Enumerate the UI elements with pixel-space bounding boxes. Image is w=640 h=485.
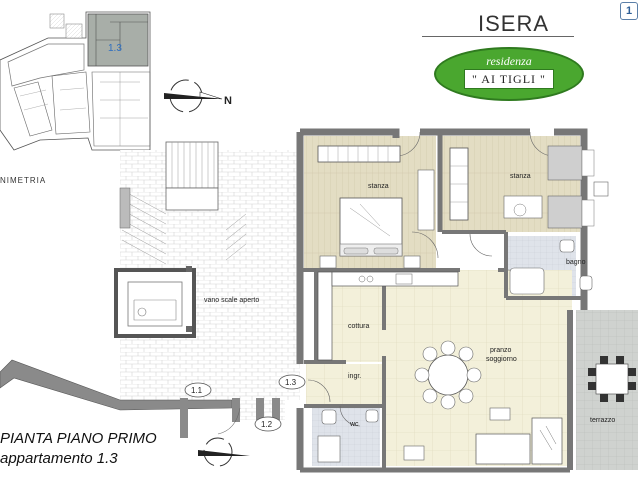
outdoor-paving: [120, 150, 300, 420]
elevator-core: [114, 266, 196, 338]
room-label-wc: wc: [349, 421, 359, 428]
room-label-stanza-2: stanza: [510, 173, 531, 180]
staircase: [119, 141, 247, 265]
single-bed-1: [547, 145, 583, 181]
title-underline: [422, 36, 574, 37]
logo-residenza: residenza: [486, 54, 532, 68]
bathtub: [509, 267, 545, 295]
floor-title: PIANTA PIANO PRIMO: [0, 430, 157, 447]
page-number-badge: 1: [620, 2, 638, 20]
logo-name: " AI TIGLI ": [464, 69, 554, 89]
room-label-pranzo: pranzo: [490, 347, 512, 354]
room-label-terrazzo: terrazzo: [590, 417, 615, 424]
kitchen-counter: [317, 271, 333, 361]
town-title: ISERA: [478, 11, 550, 36]
marker-1-1: 1.1: [184, 382, 212, 398]
dining-table: [414, 340, 482, 410]
marker-1-2: 1.2: [254, 416, 282, 432]
key-plan-unit-label: 1.3: [108, 43, 122, 54]
room-label-ingr: ingr.: [348, 373, 361, 380]
svg-text:1.1: 1.1: [191, 386, 203, 395]
single-bed-2: [547, 195, 583, 229]
stair-label: vano scale aperto: [204, 297, 259, 304]
entrance-floor: [306, 364, 384, 406]
apartment-plan: stanza stanza bagno cottura pranzo soggi…: [296, 128, 638, 473]
sofa: [475, 433, 531, 465]
residence-logo: residenza " AI TIGLI ": [434, 47, 584, 101]
compass-letter: N: [224, 95, 232, 107]
apartment-title: appartamento 1.3: [0, 450, 118, 467]
key-plan: 1.3: [0, 11, 151, 151]
compass-bottom-icon: [198, 437, 250, 467]
room-label-cottura: cottura: [348, 323, 370, 330]
lower-walls: [0, 359, 280, 438]
svg-text:1.2: 1.2: [261, 420, 273, 429]
room-label-soggiorno: soggiorno: [486, 356, 517, 363]
compass-icon: N: [164, 79, 232, 113]
terrace-table: [588, 356, 636, 402]
room-label-bagno: bagno: [566, 259, 586, 266]
key-plan-caption: NIMETRIA: [0, 176, 47, 185]
room-label-stanza-1: stanza: [368, 183, 389, 190]
svg-text:1.3: 1.3: [285, 378, 297, 387]
marker-1-3: 1.3: [278, 374, 306, 390]
